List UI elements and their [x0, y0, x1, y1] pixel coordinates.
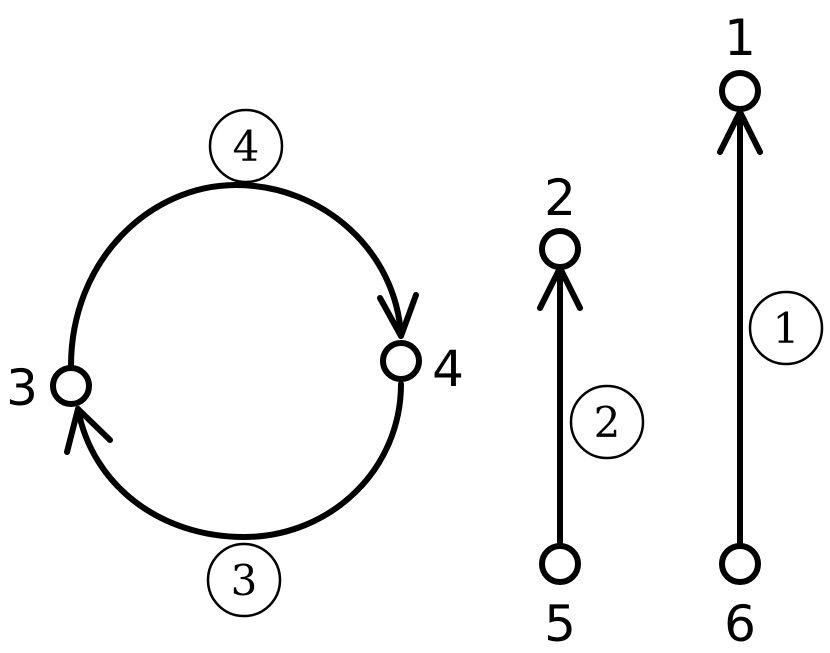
- edge-4-arrowhead: [377, 292, 419, 339]
- edge-label-3: 3: [206, 542, 282, 618]
- edge-label-1-text: 1: [773, 304, 800, 353]
- edge-label-4: 4: [208, 108, 284, 184]
- node-6-label: 6: [724, 595, 756, 653]
- edge-3: [64, 381, 404, 540]
- node-5-label: 5: [544, 595, 576, 653]
- node-4: 4: [380, 340, 464, 398]
- node-2-label: 2: [544, 169, 576, 227]
- edge-label-2-text: 2: [594, 398, 621, 447]
- node-1: 1: [719, 9, 761, 112]
- edge-3-arrowhead: [64, 406, 113, 455]
- edge-label-3-text: 3: [231, 556, 258, 605]
- edge-label-1: 1: [748, 290, 824, 366]
- edge-4: [68, 182, 419, 369]
- edge-label-2: 2: [569, 384, 645, 460]
- edge-label-4-text: 4: [233, 122, 260, 171]
- node-5: 5: [539, 543, 581, 653]
- node-4-label: 4: [432, 340, 464, 398]
- node-2: 2: [539, 169, 581, 270]
- node-1-label: 1: [724, 9, 756, 67]
- node-3: 3: [6, 359, 92, 417]
- node-6: 6: [719, 543, 761, 653]
- node-3-label: 3: [6, 359, 38, 417]
